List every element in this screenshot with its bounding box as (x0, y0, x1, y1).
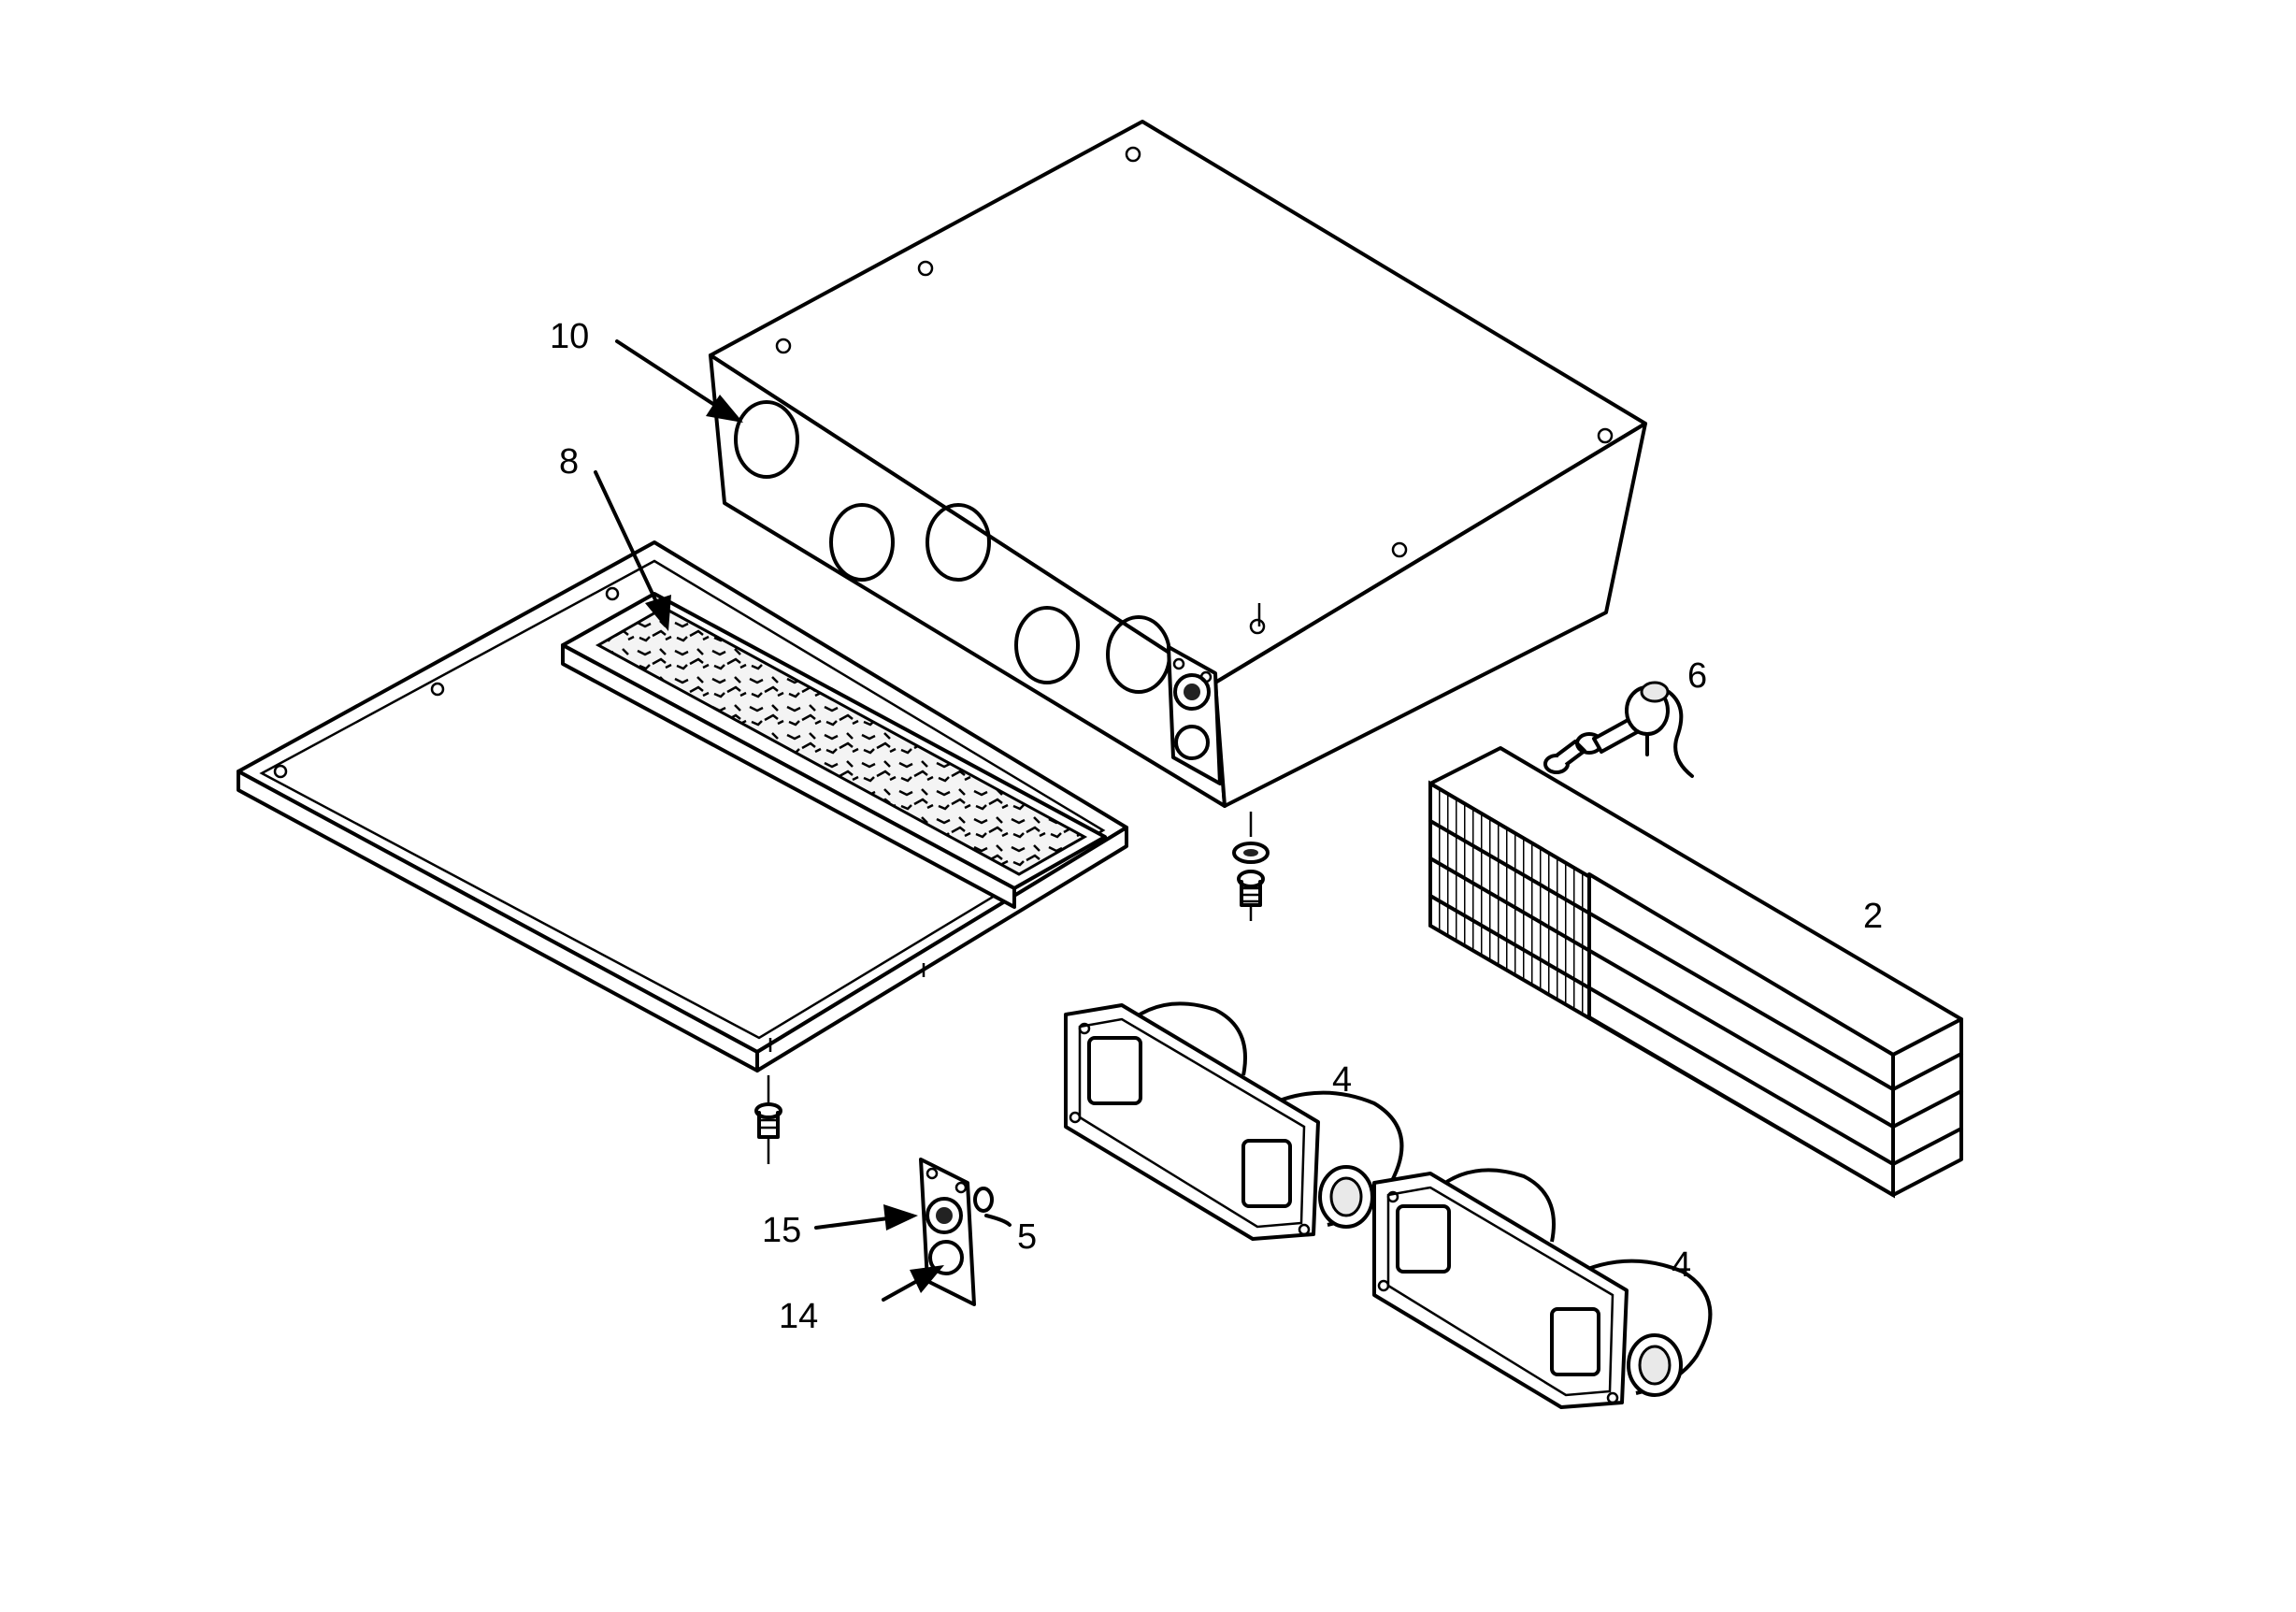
main-housing (709, 120, 1647, 808)
housing-screw-and-washer (1232, 812, 1270, 921)
heater-coil (1428, 746, 1963, 1199)
callout-5: 5 (1017, 1217, 1037, 1257)
leader-lines (594, 339, 1012, 1302)
callout-4-lower: 4 (1672, 1245, 1691, 1285)
switch-plate (919, 1158, 994, 1306)
callout-4-upper: 4 (1332, 1060, 1352, 1100)
callout-10: 10 (550, 317, 589, 356)
filter-assembly (561, 592, 1107, 909)
tray-screw (754, 1075, 782, 1164)
housing-vent-grilles (734, 400, 1171, 694)
callout-6: 6 (1687, 656, 1707, 696)
housing-switch-plate (1167, 645, 1222, 785)
callout-labels: 10 8 6 2 4 4 15 5 14 (550, 317, 1883, 1336)
callout-15: 15 (762, 1211, 801, 1250)
blower-assembly-2 (1372, 1168, 1713, 1409)
base-tray (237, 540, 1128, 1072)
callout-2: 2 (1863, 897, 1883, 936)
callout-8: 8 (559, 442, 579, 482)
callout-14: 14 (779, 1297, 818, 1336)
valve-fitting (1543, 681, 1694, 778)
blower-assembly-1 (1064, 1001, 1404, 1241)
